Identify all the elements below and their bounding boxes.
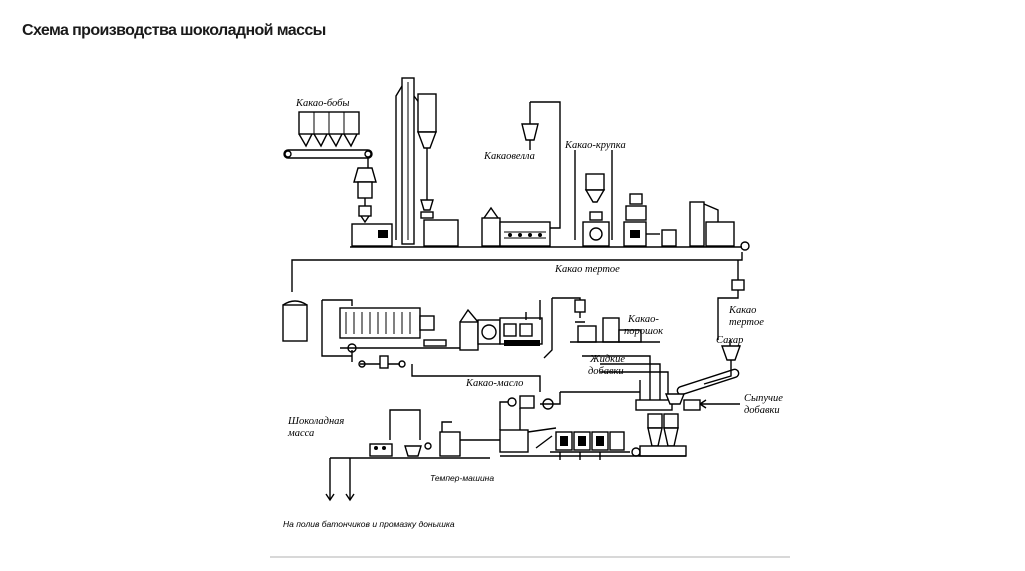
- powder-cyclone: [543, 297, 586, 359]
- label-cocoa-grits: Какао-крупка: [564, 140, 626, 151]
- label-cocoavella: Какаовелла: [483, 151, 535, 162]
- roaster: [481, 206, 551, 247]
- slide-title: Схема производства шоколадной массы: [22, 22, 326, 39]
- cake-breaker: [459, 300, 543, 351]
- cocoa-liquor-line: [291, 252, 745, 340]
- label-sugar: Сахар: [716, 335, 743, 346]
- hydraulic-press: [321, 299, 460, 369]
- cocoa-butter-line: [411, 364, 541, 392]
- liquid-additive-lines: [560, 355, 669, 400]
- label-bars-filling: На полив батончиков и промазку донышка: [283, 519, 455, 529]
- bean-conveyor: [283, 149, 373, 170]
- liquor-tank: [282, 300, 308, 342]
- liquor-mill: [661, 201, 750, 251]
- label-chocolate-mass-2: масса: [287, 428, 314, 439]
- label-cocoa-beans: Какао-бобы: [295, 98, 350, 109]
- refiners: [499, 427, 641, 460]
- mixers: [635, 393, 687, 457]
- chocolate-mass-section: [325, 409, 500, 502]
- label-cocoa-powder-2: порошок: [624, 326, 663, 337]
- label-cocoa-powder-1: Какао-: [627, 314, 659, 325]
- label-bulk-additives-1: Сыпучие: [744, 393, 783, 404]
- grit-grinder: [574, 150, 613, 247]
- label-cocoa-butter: Какао-масло: [465, 378, 523, 389]
- label-cocoa-liquor: Какао тертое: [554, 264, 620, 275]
- butter-pumps: [499, 392, 561, 430]
- label-liquid-additives-2: добавки: [588, 366, 624, 377]
- label-bulk-additives-2: добавки: [744, 405, 780, 416]
- sugar-feeder: [676, 340, 741, 396]
- label-temper-machine: Темпер-машина: [430, 473, 494, 483]
- bulk-feeder: [683, 399, 740, 411]
- powder-packer: [570, 317, 660, 343]
- bucket-elevator: [395, 77, 421, 245]
- mill: [623, 193, 660, 247]
- label-cocoa-liquor2-1: Какао: [728, 305, 756, 316]
- label-chocolate-mass-1: Шоколадная: [287, 416, 344, 427]
- cyclone: [416, 93, 459, 247]
- label-cocoa-liquor2-2: тертое: [729, 317, 764, 328]
- bean-hoppers: [298, 111, 360, 148]
- label-liquid-additives-1: Жидкие: [589, 354, 625, 365]
- cocoavella-separator: [521, 101, 561, 229]
- bean-cleaner: [351, 167, 393, 247]
